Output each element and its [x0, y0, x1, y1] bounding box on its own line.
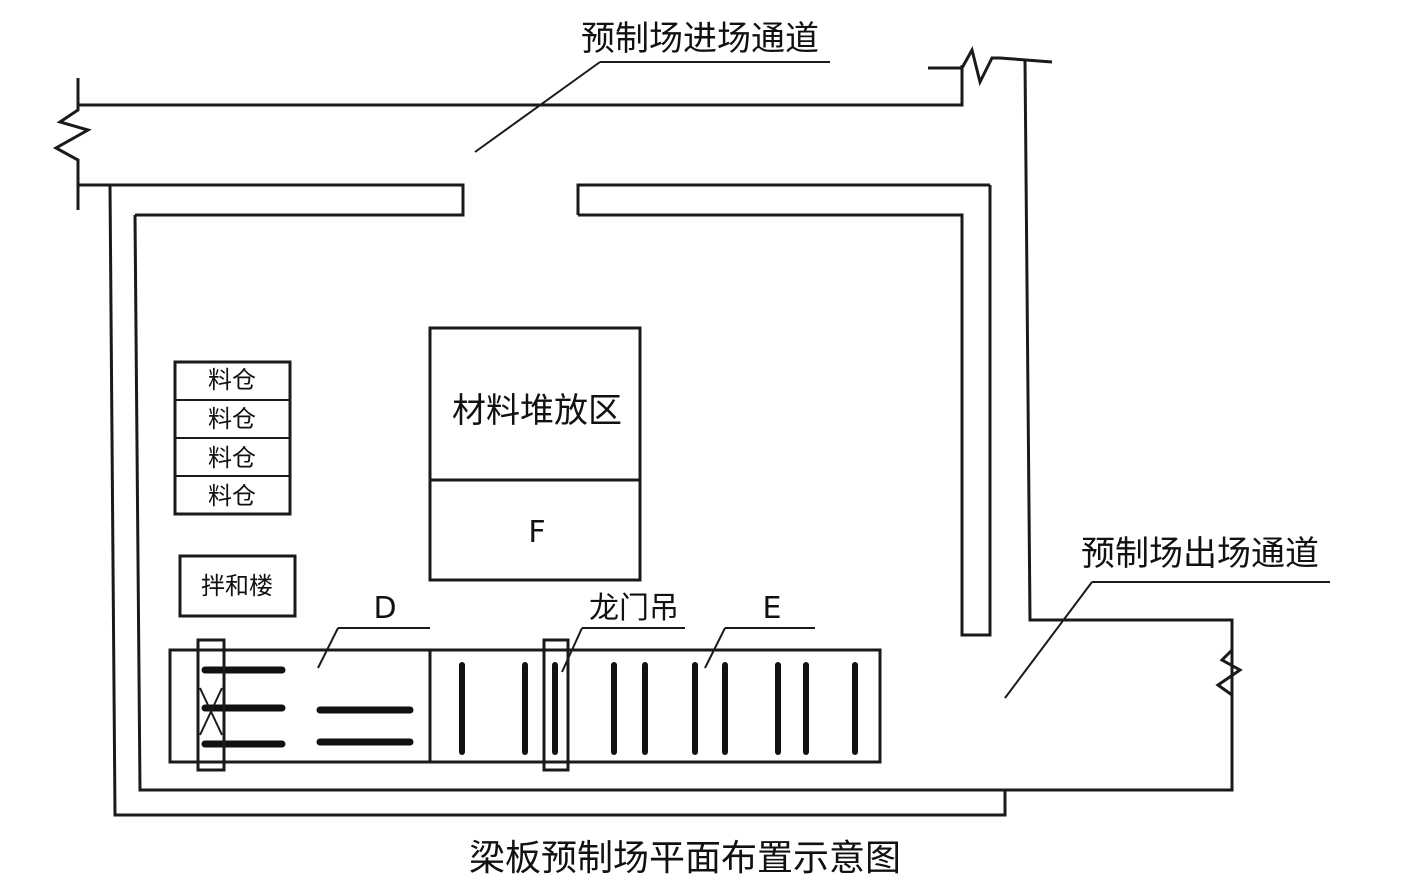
- zone-d-label: D: [373, 591, 396, 626]
- bin-label: 料仓: [208, 366, 256, 394]
- mixing-plant: 拌和楼: [178, 554, 297, 618]
- entry-channel-label: 预制场进场通道: [581, 19, 819, 59]
- mixing-plant-label: 拌和楼: [201, 572, 273, 600]
- gantry-crane-label: 龙门吊: [589, 591, 679, 626]
- material-area-label: 材料堆放区: [452, 391, 622, 431]
- entry-road: [52, 45, 1053, 217]
- gantry-crane-left: [196, 638, 226, 772]
- diagram-caption: 梁板预制场平面布置示意图: [469, 838, 901, 879]
- exit-channel-label: 预制场出场通道: [1081, 534, 1319, 574]
- material-bins: 料仓 料仓 料仓 料仓: [173, 360, 292, 516]
- zone-e-label: E: [763, 591, 782, 626]
- leader-lines: [317, 61, 1330, 699]
- precast-zone: [168, 638, 882, 772]
- bin-label: 料仓: [208, 482, 256, 510]
- material-storage: 材料堆放区 F: [428, 326, 642, 582]
- bin-label: 料仓: [208, 444, 256, 472]
- zone-f-label: F: [528, 515, 545, 550]
- bin-label: 料仓: [208, 405, 256, 433]
- gantry-crane-right: [542, 638, 570, 772]
